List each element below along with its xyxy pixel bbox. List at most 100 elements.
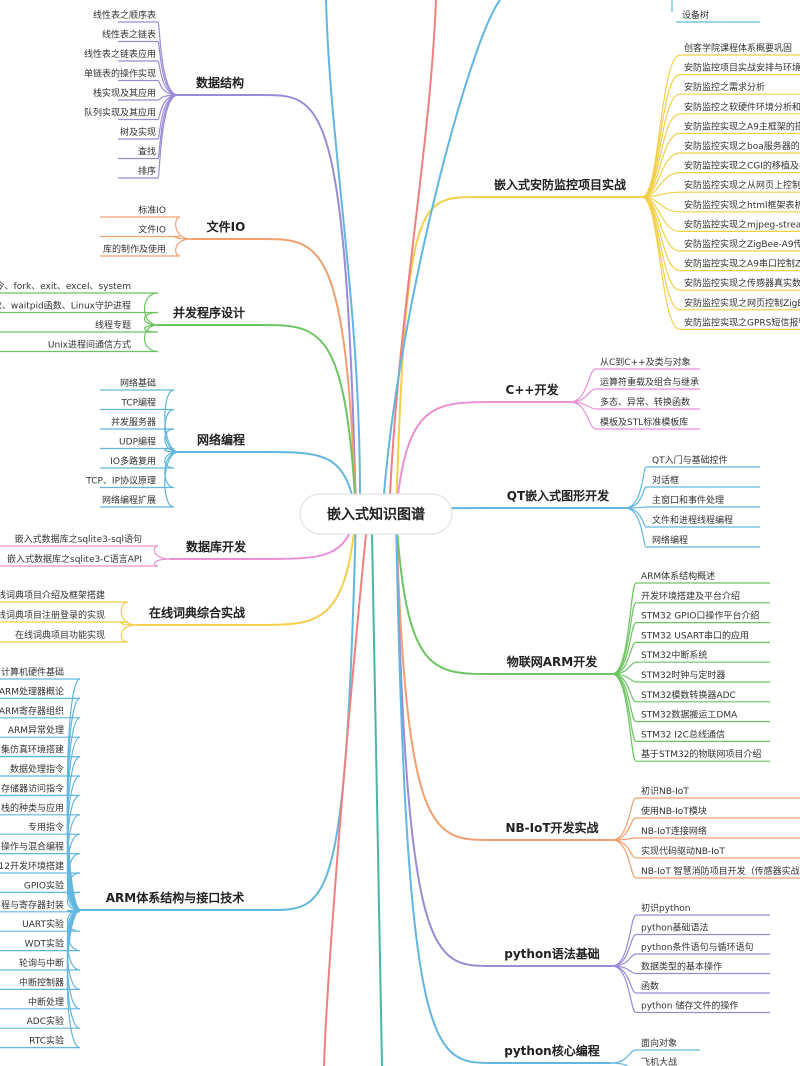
leaf-iot[interactable]: 开发环境搭建及平台介绍 bbox=[641, 590, 740, 602]
leaf-nb[interactable]: NB-IoT 智慧消防项目开发（传感器实战 bbox=[641, 865, 800, 877]
leaf-arm[interactable]: UART实验 bbox=[22, 918, 64, 930]
leaf-ds[interactable]: 线性表之链表应用 bbox=[84, 48, 156, 60]
leaf-qt[interactable]: 网络编程 bbox=[652, 534, 688, 546]
branch-label-net[interactable]: 网络编程 bbox=[197, 432, 245, 447]
leaf-ds[interactable]: 线性表之链表 bbox=[102, 29, 156, 41]
leaf-conc[interactable]: 数、waitpid函数、Linux守护进程 bbox=[0, 300, 131, 312]
leaf-net[interactable]: IO多路复用 bbox=[110, 455, 156, 467]
leaf-dict[interactable]: 在线词典项目功能实现 bbox=[15, 629, 105, 641]
leaf-arm[interactable]: 栈的种类与应用 bbox=[1, 802, 64, 814]
leaf-iot[interactable]: STM32模数转换器ADC bbox=[641, 689, 736, 701]
leaf-pyc[interactable]: 面向对象 bbox=[641, 1037, 677, 1049]
leaf-fio[interactable]: 文件IO bbox=[138, 224, 166, 236]
leaf-ds[interactable]: 树及实现 bbox=[120, 126, 156, 138]
leaf-dict[interactable]: 线词典项目注册登录的实现 bbox=[0, 609, 105, 621]
leaf-conc[interactable]: Unix进程间通信方式 bbox=[48, 339, 131, 351]
leaf-sec[interactable]: 安防监控实现之A9串口控制Z bbox=[684, 258, 800, 270]
leaf-conc[interactable]: 令、fork、exit、excel、system bbox=[0, 280, 131, 292]
leaf-sec[interactable]: 安防监控项目实战安排与环境 bbox=[684, 62, 800, 74]
leaf-sec[interactable]: 安防监控之需求分析 bbox=[684, 81, 765, 93]
branch-label-dict[interactable]: 在线词典综合实战 bbox=[149, 605, 245, 620]
leaf-arm[interactable]: 专用指令 bbox=[28, 821, 64, 833]
leaf-cpp[interactable]: 运算符重载及组合与继承 bbox=[600, 376, 699, 388]
leaf-arm[interactable]: 12开发环境搭建 bbox=[0, 860, 64, 872]
leaf-fio[interactable]: 库的制作及使用 bbox=[103, 243, 166, 255]
leaf-iot[interactable]: STM32 GPIO口操作平台介绍 bbox=[641, 610, 759, 622]
leaf-arm[interactable]: ARM处理器概论 bbox=[0, 685, 64, 697]
leaf-sec[interactable]: 安防监控实现之GPRS短信报警 bbox=[684, 316, 800, 328]
branch-label-py[interactable]: python语法基础 bbox=[504, 946, 599, 961]
branch-label-cpp[interactable]: C++开发 bbox=[506, 382, 560, 397]
leaf-conc[interactable]: 线程专题 bbox=[95, 319, 131, 331]
leaf-arm[interactable]: WDT实验 bbox=[25, 938, 64, 950]
branch-label-arm[interactable]: ARM体系结构与接口技术 bbox=[106, 890, 244, 905]
leaf-py[interactable]: python条件语句与循环语句 bbox=[641, 941, 753, 953]
leaf-ds[interactable]: 单链表的操作实现 bbox=[84, 68, 156, 80]
leaf-sec[interactable]: 安防监控实现之mjpeg-strean bbox=[684, 218, 800, 230]
leaf-arm[interactable]: 程与寄存器封装 bbox=[1, 899, 64, 911]
leaf-iot[interactable]: STM32数据搬运工DMA bbox=[641, 709, 738, 721]
leaf-nb[interactable]: 实现代码驱动NB-IoT bbox=[641, 845, 725, 857]
leaf-qt[interactable]: 文件和进程线程编程 bbox=[652, 514, 733, 526]
leaf-arm[interactable]: GPIO实验 bbox=[24, 879, 64, 891]
leaf-arm[interactable]: ARM寄存器组织 bbox=[0, 705, 64, 717]
leaf-py[interactable]: python基础语法 bbox=[641, 922, 708, 934]
leaf-arm[interactable]: 数据处理指令 bbox=[10, 763, 64, 775]
leaf-ds[interactable]: 线性表之顺序表 bbox=[93, 9, 156, 21]
leaf-net[interactable]: 网络基础 bbox=[120, 377, 156, 389]
leaf-sec[interactable]: 安防监控之软硬件环境分析和 bbox=[684, 101, 800, 113]
leaf-pyc[interactable]: 飞机大战 bbox=[641, 1056, 677, 1066]
leaf-sec[interactable]: 创客学院课程体系概要巩固 bbox=[684, 42, 792, 54]
leaf-ds[interactable]: 查找 bbox=[138, 146, 156, 158]
branch-label-sec[interactable]: 嵌入式安防监控项目实战 bbox=[494, 177, 626, 192]
leaf-arm[interactable]: 中断控制器 bbox=[19, 976, 64, 988]
leaf-ds[interactable]: 栈实现及其应用 bbox=[93, 87, 156, 99]
branch-label-pyc[interactable]: python核心编程 bbox=[504, 1043, 599, 1058]
leaf-iot[interactable]: 基于STM32的物联网项目介绍 bbox=[641, 748, 761, 760]
leaf-dict[interactable]: 线词典项目介绍及框架搭建 bbox=[0, 589, 105, 601]
leaf-sec[interactable]: 安防监控实现之CGI的移植及与 bbox=[684, 160, 800, 172]
branch-label-fio[interactable]: 文件IO bbox=[207, 219, 246, 234]
branch-label-ds[interactable]: 数据结构 bbox=[196, 75, 244, 90]
leaf-arm[interactable]: 中断处理 bbox=[28, 996, 64, 1008]
leaf-iot[interactable]: ARM体系结构概述 bbox=[641, 570, 715, 582]
branch-label-nb[interactable]: NB-IoT开发实战 bbox=[505, 820, 598, 835]
leaf-iot[interactable]: STM32 USART串口的应用 bbox=[641, 629, 749, 641]
leaf-py[interactable]: python 储存文件的操作 bbox=[641, 1000, 738, 1012]
leaf-sec[interactable]: 安防监控实现之从网页上控制 bbox=[684, 179, 800, 191]
leaf-arm[interactable]: 集仿真环境搭建 bbox=[1, 744, 64, 756]
leaf-iot[interactable]: STM32时钟与定时器 bbox=[641, 669, 725, 681]
leaf-sec[interactable]: 安防监控实现之html框架表析 bbox=[684, 199, 800, 211]
leaf-net[interactable]: TCP编程 bbox=[120, 397, 156, 409]
leaf-py[interactable]: 数据类型的基本操作 bbox=[641, 961, 722, 973]
leaf-qt[interactable]: 对话框 bbox=[652, 474, 679, 486]
branch-label-db[interactable]: 数据库开发 bbox=[186, 539, 247, 554]
leaf-cpp[interactable]: 从C到C++及类与对象 bbox=[600, 356, 691, 368]
leaf-cpp[interactable]: 多态、异常、转换函数 bbox=[600, 396, 690, 408]
leaf-arm[interactable]: 计算机硬件基础 bbox=[1, 666, 64, 678]
branch-label-qt[interactable]: QT嵌入式图形开发 bbox=[507, 488, 610, 503]
leaf-iot[interactable]: STM32 I2C总线通信 bbox=[641, 728, 725, 740]
center-node[interactable]: 嵌入式知识图谱 bbox=[299, 493, 453, 535]
leaf-db[interactable]: 嵌入式数据库之sqlite3-sql语句 bbox=[15, 533, 142, 545]
leaf-qt[interactable]: 主窗口和事件处理 bbox=[652, 494, 724, 506]
center-node-box[interactable] bbox=[299, 493, 453, 535]
leaf-py[interactable]: 初识python bbox=[641, 902, 690, 914]
leaf-py[interactable]: 函数 bbox=[641, 980, 659, 992]
leaf-arm[interactable]: 存储器访问指令 bbox=[1, 782, 64, 794]
leaf-iot[interactable]: STM32中断系统 bbox=[641, 649, 707, 661]
leaf-net[interactable]: 网络编程扩展 bbox=[102, 494, 156, 506]
leaf-nb[interactable]: 使用NB-IoT模块 bbox=[641, 805, 707, 817]
leaf-arm[interactable]: 操作与混合编程 bbox=[1, 841, 64, 853]
leaf-arm[interactable]: RTC实验 bbox=[29, 1035, 64, 1047]
leaf-arm[interactable]: 轮询与中断 bbox=[19, 957, 64, 969]
leaf-sec[interactable]: 安防监控实现之A9主框架的搭 bbox=[684, 120, 800, 132]
leaf-ds[interactable]: 队列实现及其应用 bbox=[84, 107, 156, 119]
leaf-sec[interactable]: 安防监控实现之ZigBee-A9传 bbox=[684, 238, 800, 250]
leaf-nb[interactable]: 初识NB-IoT bbox=[641, 785, 689, 797]
leaf-ds[interactable]: 排序 bbox=[138, 165, 156, 177]
leaf-net[interactable]: UDP编程 bbox=[119, 436, 156, 448]
leaf-arm[interactable]: ARM异常处理 bbox=[8, 724, 64, 736]
leaf-arm[interactable]: ADC实验 bbox=[27, 1015, 64, 1027]
leaf-fio[interactable]: 标准IO bbox=[138, 204, 166, 216]
